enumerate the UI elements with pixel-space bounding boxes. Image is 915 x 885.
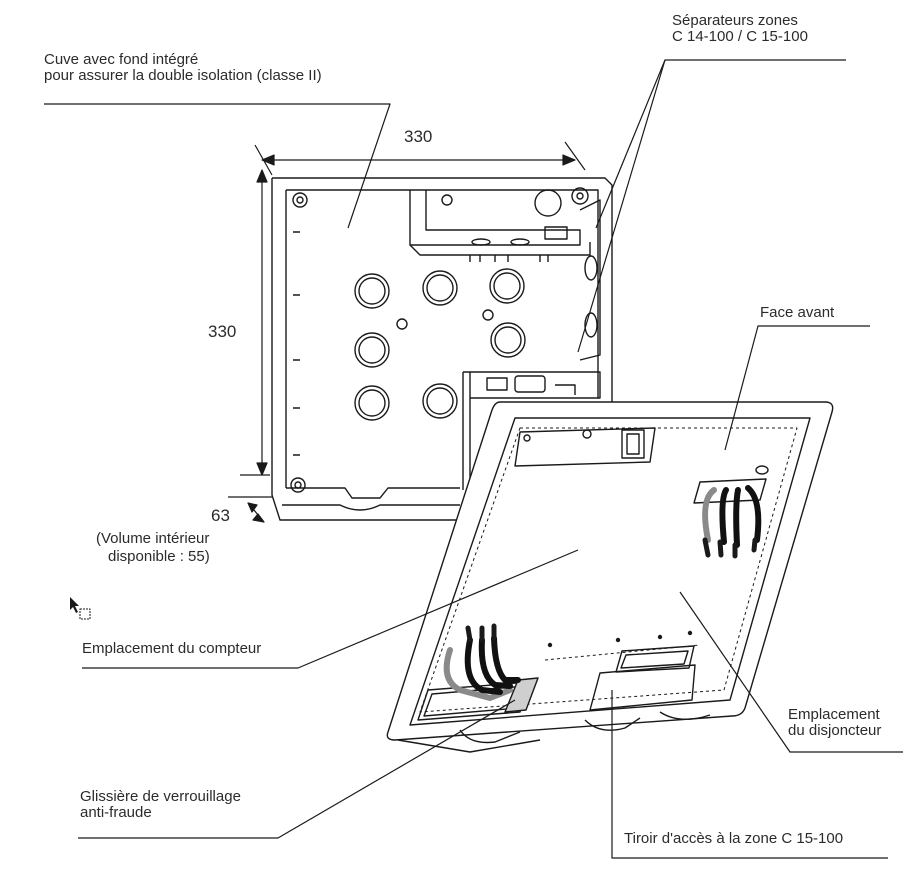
depth-dimension: 63 (211, 506, 230, 525)
tiroir-label: Tiroir d'accès à la zone C 15-100 (624, 830, 844, 847)
dimension-lines (228, 141, 586, 523)
cuve-label-line2: pour assurer la double isolation (classe… (44, 67, 322, 84)
separateurs-label-line1: Séparateurs zones (672, 12, 798, 29)
lower-cables (443, 623, 521, 701)
front-panel (386, 401, 834, 753)
width-dimension: 330 (404, 127, 433, 146)
volume-label-line1: (Volume intérieur (96, 530, 210, 547)
leader-lines (44, 59, 903, 859)
disjoncteur-label-line2: du disjoncteur (788, 722, 882, 739)
volume-label-line2: disponible : 55) (108, 548, 210, 565)
separateurs-label-line2: C 14-100 / C 15-100 (672, 28, 808, 45)
mouse-cursor-icon (70, 597, 91, 620)
glissiere-label-line1: Glissière de verrouillage (80, 788, 241, 805)
cuve-label-line1: Cuve avec fond intégré (44, 51, 199, 68)
disjoncteur-label-line1: Emplacement (788, 706, 880, 723)
glissiere-label-line2: anti-fraude (80, 804, 152, 821)
back-box (271, 177, 613, 521)
compteur-label: Emplacement du compteur (82, 640, 262, 657)
height-dimension: 330 (208, 322, 237, 341)
upper-cables (702, 485, 762, 559)
face-avant-label: Face avant (760, 304, 835, 321)
